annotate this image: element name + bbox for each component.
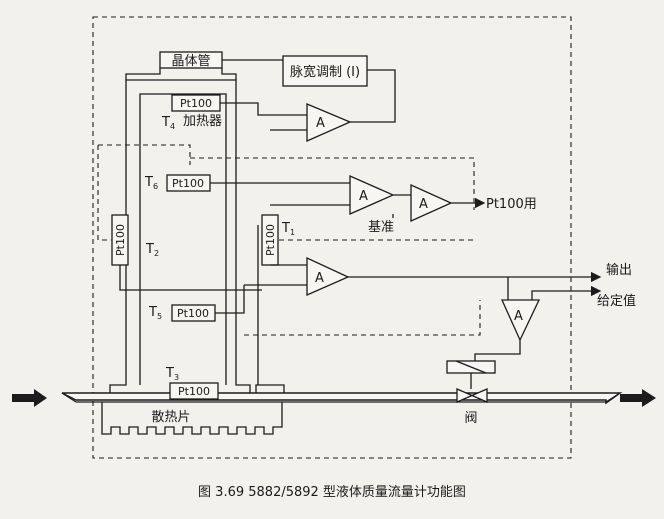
flow-in-arrow (12, 389, 47, 407)
reference-label: 基准 (368, 220, 394, 235)
t1-label: T1 (281, 221, 295, 237)
pt100-t2-label: Pt100 (114, 224, 127, 256)
heatsink-label: 散热片 (151, 410, 190, 425)
amplifier-1: A (306, 103, 352, 142)
svg-text:A: A (359, 189, 368, 204)
flow-out-arrow (620, 389, 656, 407)
valve-amplifier: A (500, 299, 541, 342)
pwm-label: 脉宽调制 (I) (290, 64, 360, 80)
heatsink-fins (101, 402, 283, 435)
transistor-label: 晶体管 (171, 54, 210, 69)
pt100-heater-label: Pt100 (180, 97, 212, 110)
svg-text:A: A (514, 309, 523, 324)
pwm-box (282, 55, 368, 87)
pt100-t1-label: Pt100 (264, 224, 277, 256)
instrument-enclosure (92, 16, 572, 459)
bypass-loop-outer (109, 79, 251, 393)
pt100-use-label: Pt100用 (486, 197, 537, 212)
pt100-t3-box (169, 382, 219, 400)
main-pipe (61, 392, 623, 405)
t6-label: T6 (144, 175, 158, 191)
pt100-t3-label: Pt100 (178, 385, 210, 398)
output-label: 输出 (606, 262, 632, 278)
t4-label: T4 (161, 115, 175, 131)
valve (446, 360, 496, 403)
t3-label: T3 (165, 366, 179, 382)
setpoint-label: 给定值 (597, 293, 636, 309)
figure-caption: 图 3.69 5882/5892 型液体质量流量计功能图 (198, 485, 466, 500)
amplifier-4: A (306, 256, 350, 296)
svg-text:A: A (419, 197, 428, 212)
t5-label: T5 (148, 305, 162, 321)
svg-text:A: A (316, 116, 325, 131)
t2-label: T2 (145, 242, 159, 258)
amplifier-3: A (410, 183, 453, 223)
pt100-t6-label: Pt100 (172, 177, 204, 190)
heater-label: 加热器 (183, 114, 222, 129)
pt100-t5-label: Pt100 (177, 307, 209, 320)
amplifier-2: A (349, 175, 395, 215)
bypass-loop-inner (139, 93, 227, 385)
valve-label: 阀 (464, 411, 477, 426)
svg-text:A: A (315, 271, 324, 286)
